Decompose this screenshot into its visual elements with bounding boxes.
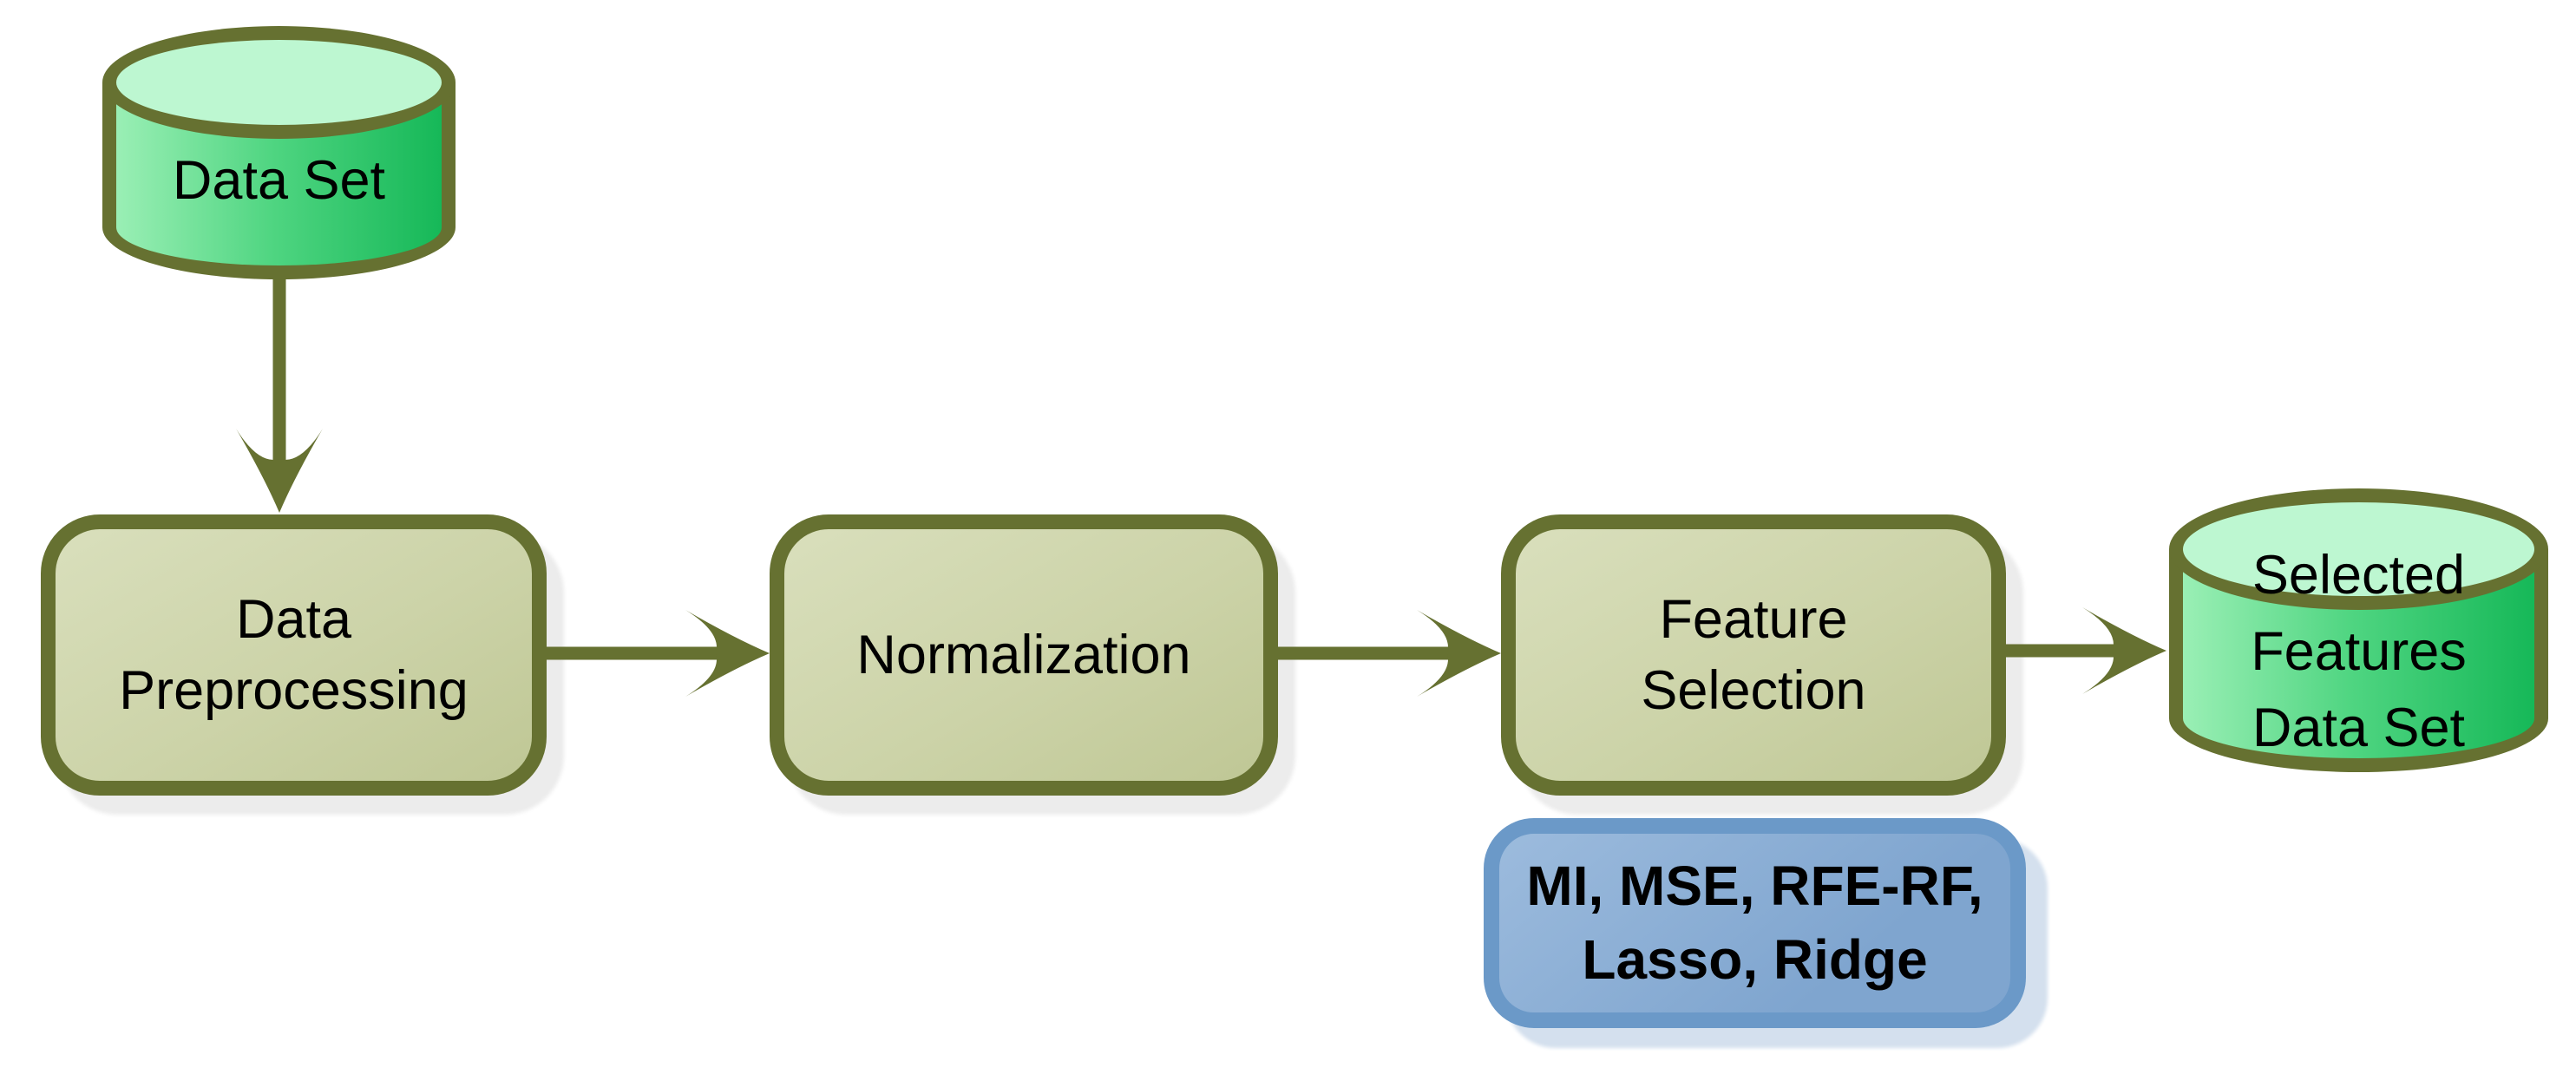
methods-label-line2: Lasso, Ridge	[1582, 928, 1928, 991]
preprocessing-label-line2: Preprocessing	[119, 660, 469, 721]
selected-features-label: Selected Features Data Set	[2169, 537, 2548, 766]
normalization-box: Normalization	[770, 514, 1278, 796]
arrow-feature-selection-to-selected-db	[1996, 607, 2166, 694]
arrow-dataset-to-preprocessing	[236, 269, 323, 513]
preprocessing-box: Data Preprocessing	[41, 514, 547, 796]
selected-features-label-line3: Data Set	[2252, 698, 2466, 758]
selected-features-label-line1: Selected	[2252, 545, 2466, 606]
arrow-head-icon	[236, 429, 323, 513]
normalization-label: Normalization	[856, 625, 1191, 685]
selected-features-cylinder: Selected Features Data Set	[2169, 488, 2548, 772]
dataset-label: Data Set	[172, 150, 386, 211]
arrow-normalization-to-feature-selection	[1267, 610, 1501, 697]
methods-label-line1: MI, MSE, RFE-RF,	[1526, 855, 1983, 917]
dataset-cylinder-top-ellipse	[102, 26, 456, 139]
feature-selection-methods-box: MI, MSE, RFE-RF, Lasso, Ridge	[1484, 818, 2026, 1028]
feature-selection-label-line1: Feature	[1659, 589, 1848, 650]
feature-selection-label-line2: Selection	[1641, 660, 1866, 721]
arrow-preprocessing-to-normalization	[535, 610, 770, 697]
arrow-head-icon	[685, 610, 770, 697]
arrow-head-icon	[2082, 607, 2166, 694]
dataset-cylinder: Data Set	[102, 26, 456, 279]
feature-selection-box: Feature Selection	[1501, 514, 2006, 796]
selected-features-label-line2: Features	[2251, 621, 2467, 682]
arrow-head-icon	[1417, 610, 1501, 697]
preprocessing-label-line1: Data	[235, 589, 352, 650]
